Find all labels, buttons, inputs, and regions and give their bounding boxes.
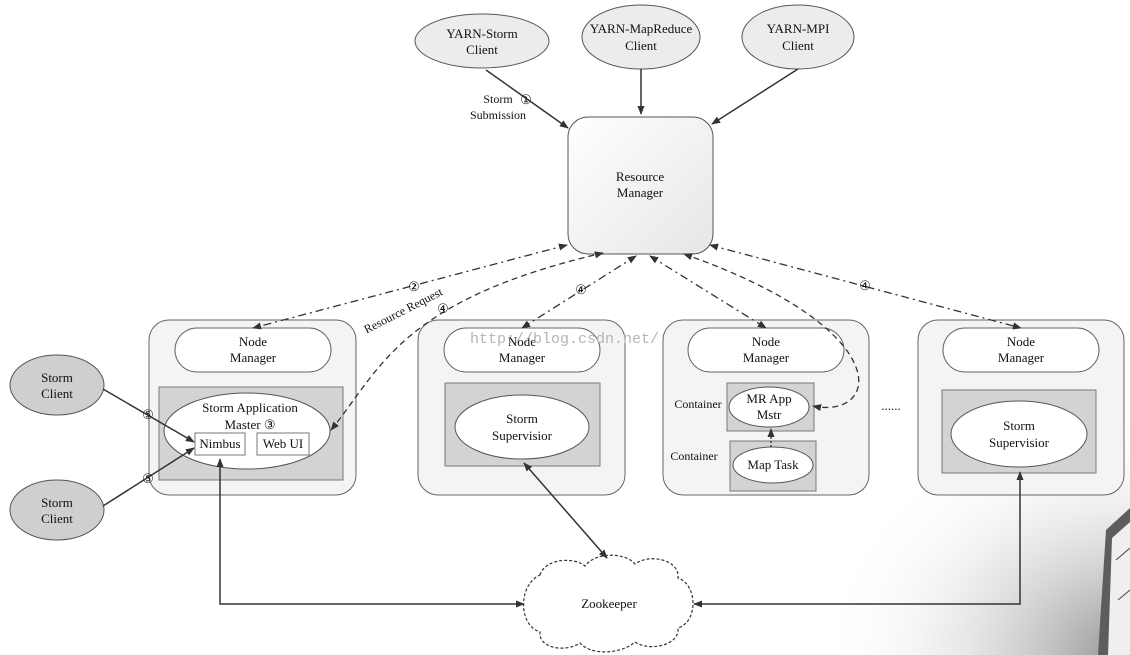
svg-text:Client: Client — [41, 511, 73, 526]
step4-label: ④ — [575, 282, 587, 297]
storm-client-2: Storm Client — [9, 479, 105, 541]
svg-text:Storm: Storm — [41, 370, 73, 385]
storm-app-master-label: Storm Application — [202, 400, 298, 415]
storm-client-1: Storm Client — [9, 354, 105, 416]
svg-text:Submission: Submission — [470, 108, 526, 122]
rm-node-links — [252, 243, 1022, 330]
svg-text:Master ③: Master ③ — [224, 417, 275, 432]
svg-text:Node: Node — [1007, 334, 1035, 349]
svg-text:Node: Node — [752, 334, 780, 349]
svg-text:Manager: Manager — [998, 350, 1045, 365]
svg-text:Manager: Manager — [499, 350, 546, 365]
svg-text:Client: Client — [41, 386, 73, 401]
svg-text:Supervisior: Supervisior — [492, 428, 553, 443]
svg-text:Manager: Manager — [230, 350, 277, 365]
svg-text:Storm: Storm — [1003, 418, 1035, 433]
step2-label: ② — [408, 279, 420, 294]
svg-text:Client: Client — [625, 38, 657, 53]
node-4: Node Manager Storm Supervisior — [917, 319, 1125, 496]
svg-text:Node: Node — [239, 334, 267, 349]
svg-text:Manager: Manager — [743, 350, 790, 365]
map-task-label: Map Task — [747, 457, 799, 472]
storm-submission-label: Storm Submission ① — [470, 92, 532, 122]
storm-client-arrows — [102, 388, 195, 507]
node-1: Node Manager Storm Application Master ③ … — [148, 319, 357, 496]
client-arrows — [485, 68, 799, 129]
svg-text:YARN-MPI: YARN-MPI — [767, 21, 830, 36]
svg-text:Mstr: Mstr — [757, 407, 782, 422]
node-3: Node Manager MR App Mstr Container Map T… — [662, 319, 870, 496]
zookeeper-cloud: Zookeeper — [522, 554, 694, 653]
web-ui-label: Web UI — [263, 436, 303, 451]
zookeeper-links — [216, 458, 1024, 608]
more-nodes-ellipsis: ...... — [881, 398, 901, 413]
step5-label: ⑤ — [142, 407, 154, 422]
watermark-text: http://blog.csdn.net/ — [470, 331, 659, 348]
svg-text:Zookeeper: Zookeeper — [581, 596, 637, 611]
svg-text:Supervisior: Supervisior — [989, 435, 1050, 450]
svg-text:Storm: Storm — [506, 411, 538, 426]
svg-text:Client: Client — [466, 42, 498, 57]
svg-text:YARN-Storm: YARN-Storm — [446, 26, 518, 41]
svg-text:Resource: Resource — [616, 169, 665, 184]
svg-text:Client: Client — [782, 38, 814, 53]
yarn-mapreduce-client: YARN-MapReduce Client — [581, 4, 701, 70]
yarn-mpi-client: YARN-MPI Client — [741, 4, 855, 70]
svg-text:Manager: Manager — [617, 185, 664, 200]
mr-app-master-label: MR App — [746, 391, 791, 406]
step5-label: ⑤ — [142, 471, 154, 486]
yarn-storm-client: YARN-Storm Client — [414, 13, 550, 69]
svg-text:①: ① — [520, 92, 532, 107]
step4-label: ④ — [859, 278, 871, 293]
svg-text:Storm: Storm — [41, 495, 73, 510]
nimbus-label: Nimbus — [199, 436, 240, 451]
container-label: Container — [674, 397, 721, 411]
container-label: Container — [670, 449, 717, 463]
am-rm-links — [330, 251, 860, 431]
resource-manager: Resource Manager — [567, 116, 714, 255]
step4-label: ④ — [437, 301, 449, 316]
svg-text:YARN-MapReduce: YARN-MapReduce — [590, 21, 693, 36]
svg-text:Storm: Storm — [483, 92, 513, 106]
